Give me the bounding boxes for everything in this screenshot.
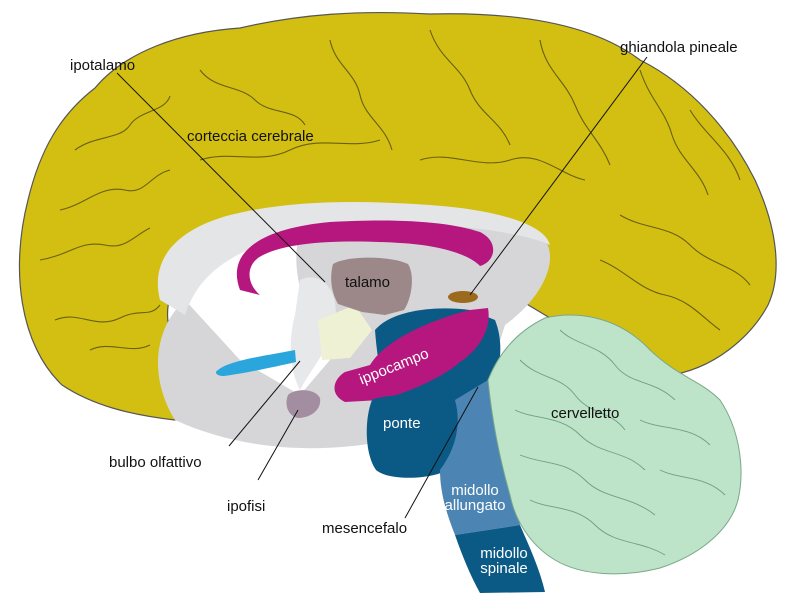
label-midollo-spinale-line1: midollo — [472, 546, 536, 561]
label-ponte: ponte — [383, 415, 421, 432]
label-midollo-allungato-line1: midollo — [437, 483, 513, 498]
label-bulbo-olfattivo: bulbo olfattivo — [109, 454, 202, 471]
label-talamo: talamo — [345, 274, 390, 291]
pineal-gland — [448, 291, 478, 303]
label-midollo-allungato: midollo allungato — [437, 483, 513, 513]
label-midollo-spinale: midollo spinale — [472, 546, 536, 576]
label-ipofisi: ipofisi — [227, 498, 265, 515]
label-midollo-allungato-line2: allungato — [437, 498, 513, 513]
label-ipotalamo: ipotalamo — [70, 57, 135, 74]
label-corteccia-cerebrale: corteccia cerebrale — [187, 128, 314, 145]
label-mesencefalo: mesencefalo — [322, 520, 407, 537]
label-midollo-spinale-line2: spinale — [472, 561, 536, 576]
label-ghiandola-pineale: ghiandola pineale — [620, 39, 738, 56]
label-cervelletto: cervelletto — [551, 405, 619, 422]
